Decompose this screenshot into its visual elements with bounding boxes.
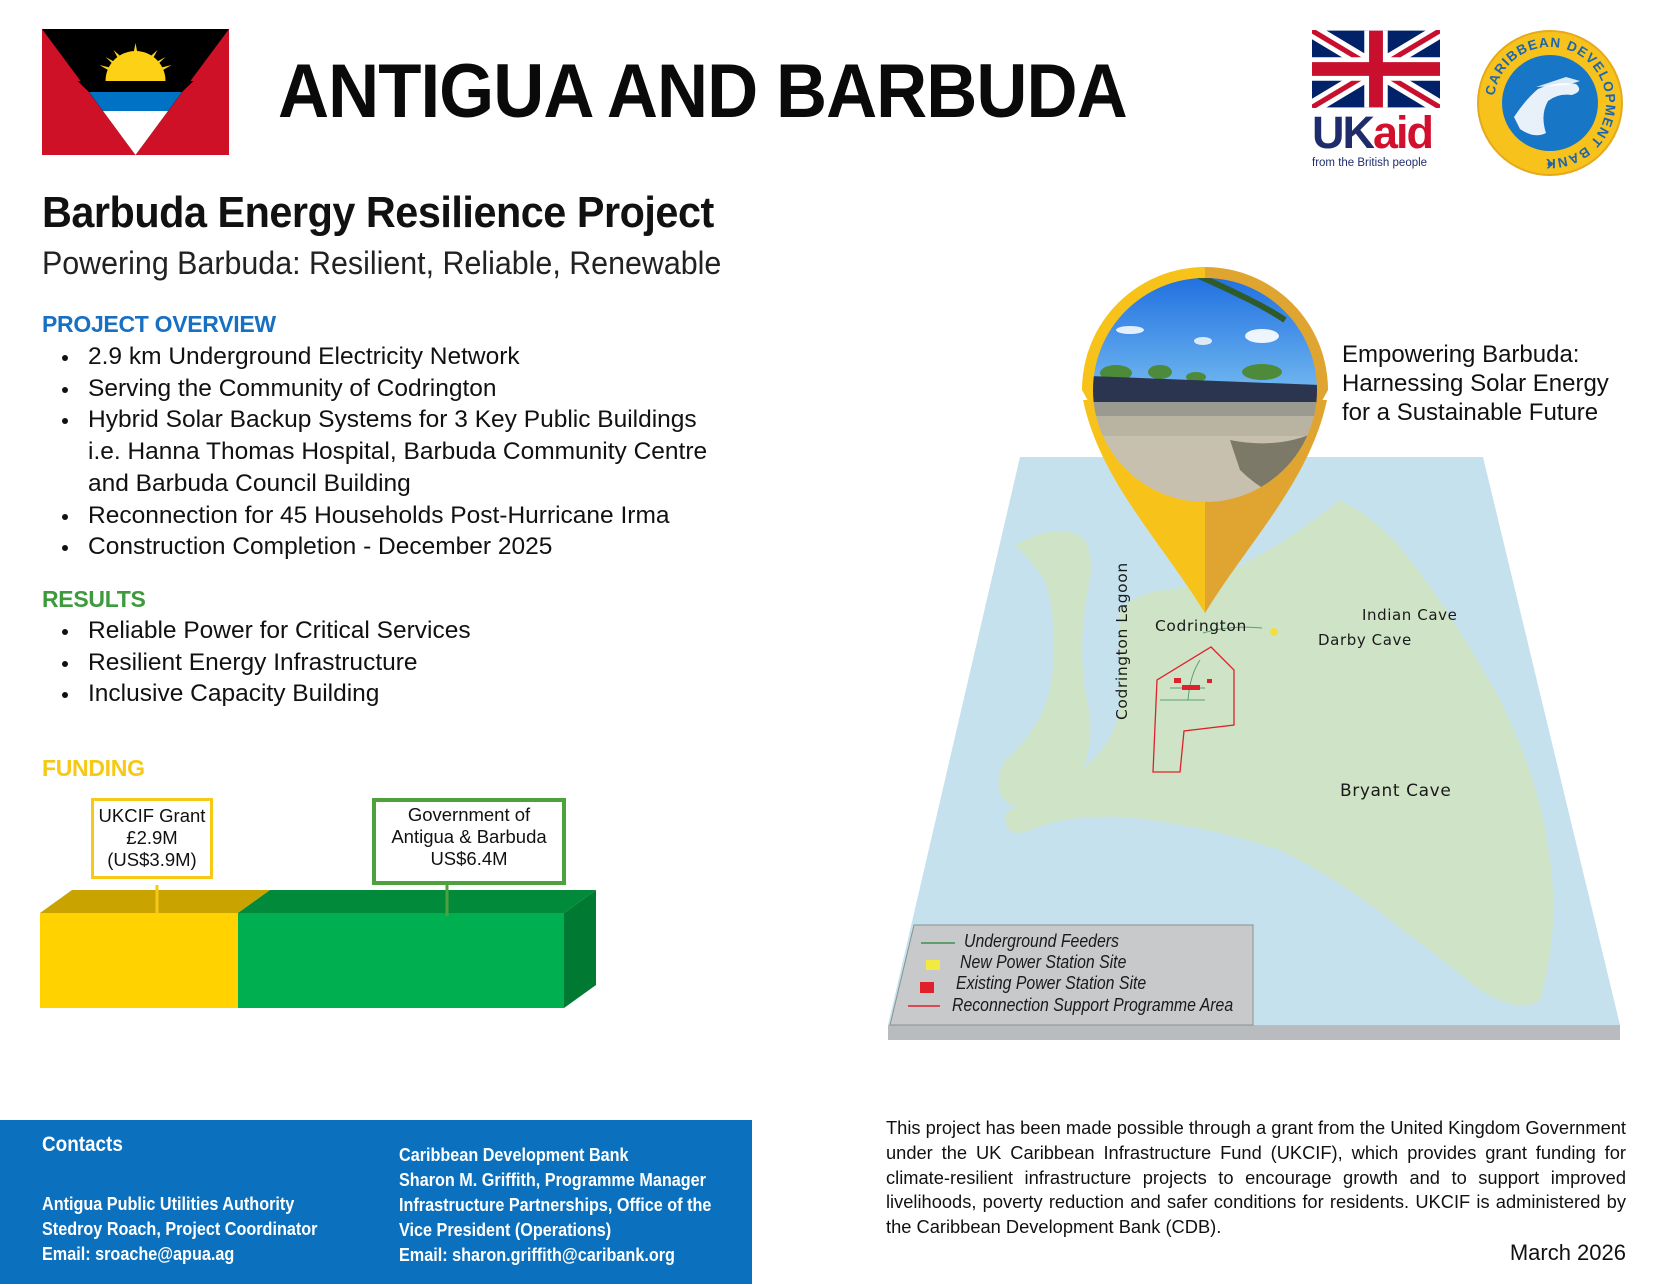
barbuda-land [998, 500, 1554, 1006]
funding-bar-chart: UKCIF Grant £2.9M (US$3.9M) Government o… [0, 790, 640, 1030]
label-bryant-cave: Bryant Cave [1340, 781, 1452, 801]
gov-funding-label: Government of Antigua & Barbuda US$6.4M [372, 798, 566, 885]
legend-underground-feeders: Underground Feeders [964, 931, 1119, 951]
overview-item: Hybrid Solar Backup Systems for 3 Key Pu… [42, 404, 728, 499]
legend-box [889, 924, 1254, 1026]
overview-heading: PROJECT OVERVIEW [42, 311, 276, 337]
funding-3d-bar [40, 885, 596, 1008]
funding-disclaimer: This project has been made possible thro… [886, 1117, 1626, 1238]
ukaid-tagline: from the British people [1312, 157, 1428, 169]
results-list: Reliable Power for Critical Services Res… [42, 615, 642, 710]
label-darby-cave: Darby Cave [1318, 631, 1412, 649]
underground-feeders [1160, 626, 1263, 701]
ukcif-funding-label: UKCIF Grant £2.9M (US$3.9M) [91, 798, 213, 879]
map-legend: Underground Feeders New Power Station Si… [914, 925, 1253, 1025]
overview-list: 2.9 km Underground Electricity Network S… [42, 341, 762, 563]
contacts-panel: Contacts Antigua Public Utilities Author… [0, 1120, 752, 1284]
results-item: Inclusive Capacity Building [42, 678, 642, 710]
overview-item: 2.9 km Underground Electricity Network [42, 341, 762, 373]
gov-source-name-line2: Antigua & Barbuda [391, 826, 547, 847]
results-item: Resilient Energy Infrastructure [42, 647, 642, 679]
contact-person: Stedroy Roach, Project Coordinator [42, 1219, 318, 1239]
map-base-edge [888, 1025, 1620, 1040]
contact-apua: Antigua Public Utilities Authority Stedr… [42, 1192, 317, 1267]
contact-cdb: Caribbean Development Bank Sharon M. Gri… [399, 1143, 711, 1268]
existing-power-station-marker [1207, 679, 1212, 683]
legend-new-power-station: New Power Station Site [960, 952, 1127, 972]
project-subtitle: Powering Barbuda: Resilient, Reliable, R… [42, 245, 722, 281]
union-jack-icon [1312, 30, 1440, 108]
contacts-heading: Contacts [42, 1133, 123, 1156]
contact-email[interactable]: Email: sroache@apua.ag [42, 1244, 235, 1264]
contact-org: Caribbean Development Bank [399, 1145, 629, 1165]
ukcif-source-name: UKCIF Grant [98, 805, 206, 826]
ukcif-amount-usd: (US$3.9M) [107, 849, 197, 870]
label-codrington-lagoon: Codrington Lagoon [1113, 562, 1131, 720]
gov-source-name-line1: Government of [407, 804, 531, 825]
reconnection-area [1152, 646, 1235, 773]
ukaid-aid: aid [1373, 107, 1434, 158]
gov-bar [238, 913, 564, 1008]
map-caption: Empowering Barbuda: Harnessing Solar Ene… [1342, 340, 1609, 427]
contact-role: Infrastructure Partnerships, Office of t… [399, 1195, 712, 1215]
gov-amount-usd: US$6.4M [430, 848, 508, 869]
contact-org: Antigua Public Utilities Authority [42, 1194, 295, 1214]
cdb-logo-icon: CARIBBEAN DEVELOPMENT BANK [1477, 30, 1623, 176]
contact-role: Vice President (Operations) [399, 1220, 612, 1240]
ukcif-bar [40, 913, 238, 1008]
results-heading: RESULTS [42, 586, 146, 612]
funding-heading: FUNDING [42, 755, 145, 781]
gov-bar-top [238, 890, 596, 913]
contact-person: Sharon M. Griffith, Programme Manager [399, 1170, 706, 1190]
legend-existing-power-station: Existing Power Station Site [956, 973, 1147, 993]
publication-date: March 2026 [1509, 1240, 1626, 1265]
new-power-station-marker [1270, 628, 1278, 636]
contact-email[interactable]: Email: sharon.griffith@caribank.org [399, 1245, 675, 1265]
country-title: ANTIGUA AND BARBUDA [278, 49, 1128, 134]
map-caption-line: Harnessing Solar Energy [1342, 370, 1609, 397]
antigua-barbuda-flag-icon [42, 29, 229, 155]
ukcif-amount-gbp: £2.9M [126, 827, 178, 848]
ukcif-bar-top [40, 890, 270, 913]
overview-item: Serving the Community of Codrington [42, 373, 762, 405]
ukaid-logo: UKaid from the British people [1312, 30, 1440, 169]
overview-item: Reconnection for 45 Households Post-Hurr… [42, 500, 762, 532]
map-caption-line: Empowering Barbuda: [1342, 341, 1580, 368]
gov-bar-side [564, 890, 596, 1008]
label-indian-cave: Indian Cave [1362, 606, 1458, 624]
project-title: Barbuda Energy Resilience Project [42, 188, 714, 237]
map-caption-line: for a Sustainable Future [1342, 399, 1599, 426]
ukaid-uk: UK [1312, 107, 1375, 158]
label-codrington: Codrington [1155, 617, 1247, 635]
overview-item: Construction Completion - December 2025 [42, 531, 762, 563]
results-item: Reliable Power for Critical Services [42, 615, 642, 647]
legend-reconnection-area: Reconnection Support Programme Area [952, 995, 1234, 1015]
